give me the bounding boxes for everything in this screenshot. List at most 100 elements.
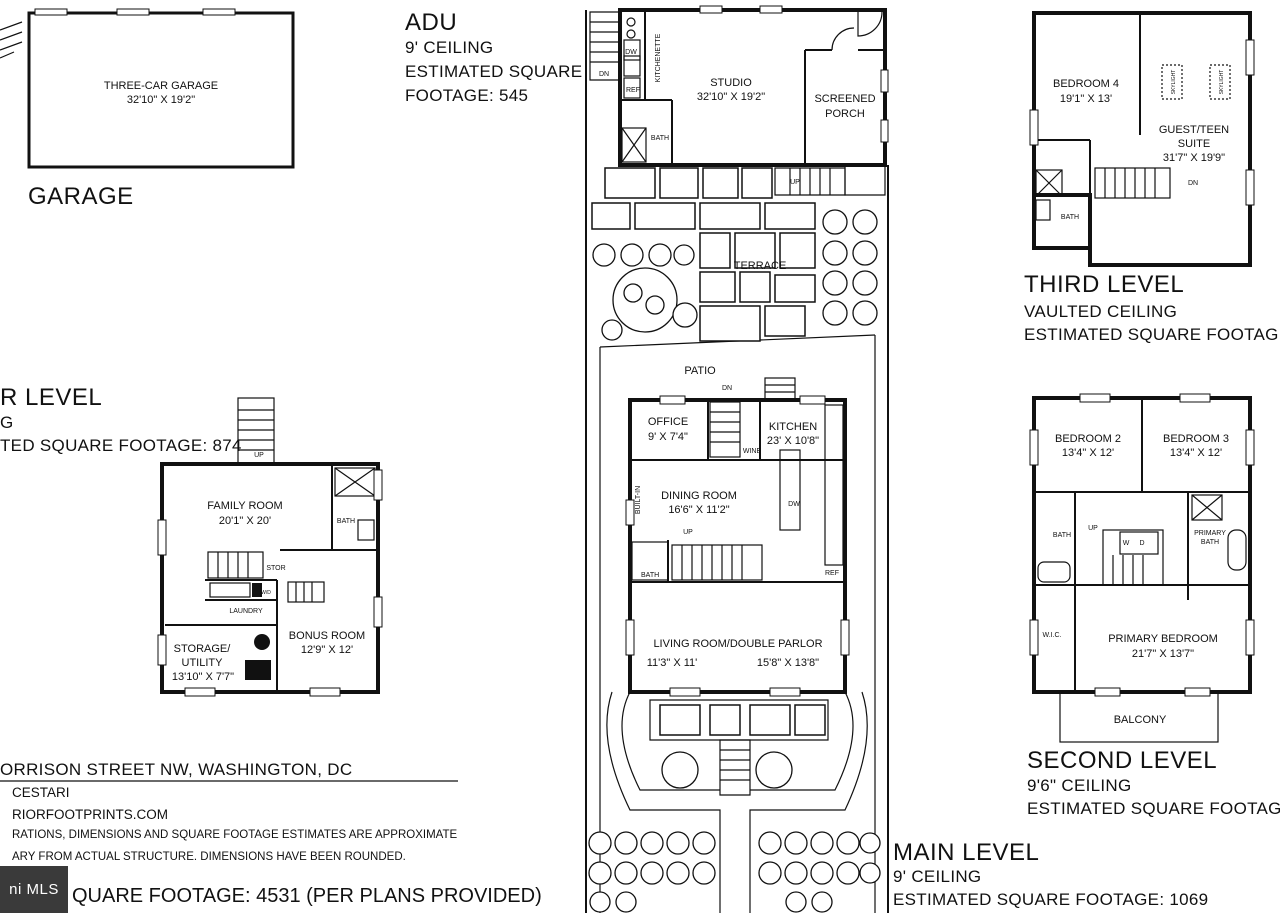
second-bath: BATH bbox=[1053, 532, 1071, 539]
address-line: ORRISON STREET NW, WASHINGTON, DC bbox=[0, 760, 352, 779]
office-dims: 9' X 7'4" bbox=[648, 431, 688, 443]
property-boundary bbox=[585, 10, 889, 913]
terrace-label: TERRACE bbox=[734, 260, 787, 272]
second-level-ceiling: 9'6" CEILING bbox=[1027, 776, 1132, 795]
disclaimer-line-1: RATIONS, DIMENSIONS AND SQUARE FOOTAGE E… bbox=[12, 829, 457, 841]
bedroom3-dims: 13'4" X 12' bbox=[1170, 447, 1222, 459]
main-up: UP bbox=[683, 529, 693, 536]
second-level-plan: BEDROOM 2 13'4" X 12' BEDROOM 3 13'4" X … bbox=[1029, 393, 1255, 743]
total-sqft-line: QUARE FOOTAGE: 4531 (PER PLANS PROVIDED) bbox=[72, 885, 542, 907]
footer-info: ORRISON STREET NW, WASHINGTON, DC CESTAR… bbox=[0, 760, 542, 907]
garage-room-dims: 32'10" X 19'2" bbox=[127, 94, 195, 106]
third-level-heading: THIRD LEVEL bbox=[1024, 271, 1184, 298]
wd-label: W/D bbox=[261, 590, 271, 596]
kitchen-label: KITCHEN bbox=[769, 421, 817, 433]
family-room-label: FAMILY ROOM bbox=[207, 500, 282, 512]
family-room-dims: 20'1" X 20' bbox=[219, 515, 271, 527]
living-dims-right: 15'8" X 13'8" bbox=[757, 657, 819, 669]
wic-label: W.I.C. bbox=[1042, 632, 1061, 639]
mls-watermark-text: ni MLS bbox=[9, 881, 59, 898]
lower-up: UP bbox=[254, 452, 264, 459]
living-dims-left: 11'3" X 11' bbox=[647, 657, 698, 669]
primary-bath-2: BATH bbox=[1201, 539, 1219, 546]
bedroom2-dims: 13'4" X 12' bbox=[1062, 447, 1114, 459]
office-label: OFFICE bbox=[648, 416, 688, 428]
second-up: UP bbox=[1088, 525, 1098, 532]
second-level-sqft: ESTIMATED SQUARE FOOTAGE bbox=[1027, 799, 1280, 818]
author-line: CESTARI bbox=[12, 785, 70, 800]
adu-sqft-line1: ESTIMATED SQUARE bbox=[405, 62, 582, 81]
mls-watermark-badge: ni MLS bbox=[0, 866, 68, 913]
bedroom4-label: BEDROOM 4 bbox=[1053, 78, 1119, 90]
adu-stair-dn: DN bbox=[599, 71, 609, 78]
main-level-sqft: ESTIMATED SQUARE FOOTAGE: 1069 bbox=[893, 890, 1208, 909]
second-level-heading: SECOND LEVEL bbox=[1027, 747, 1217, 774]
guest-suite-dims: 31'7" X 19'9" bbox=[1163, 152, 1225, 164]
stor-label: STOR bbox=[266, 565, 285, 572]
built-in: BUILT-IN bbox=[635, 486, 642, 514]
skylight-2: SKYLIGHT bbox=[1219, 70, 1225, 95]
garage-heading: GARAGE bbox=[28, 183, 134, 210]
adu-screened-2: PORCH bbox=[825, 108, 865, 120]
adu-ref: REF bbox=[626, 87, 640, 94]
website-line: RIORFOOTPRINTS.COM bbox=[12, 807, 168, 822]
living-label: LIVING ROOM/DOUBLE PARLOR bbox=[653, 638, 822, 650]
third-level-sqft: ESTIMATED SQUARE FOOTAGE bbox=[1024, 325, 1280, 344]
primary-bedroom-dims: 21'7" X 13'7" bbox=[1132, 648, 1194, 660]
main-level-heading: MAIN LEVEL bbox=[893, 839, 1039, 866]
adu-heading: ADU bbox=[405, 9, 457, 36]
adu-screened-1: SCREENED bbox=[814, 93, 875, 105]
lower-bath: BATH bbox=[337, 518, 355, 525]
adu-bath: BATH bbox=[651, 135, 669, 142]
main-bath: BATH bbox=[641, 572, 659, 579]
main-level-ceiling: 9' CEILING bbox=[893, 867, 981, 886]
guest-suite-1: GUEST/TEEN bbox=[1159, 124, 1229, 136]
storage-dims: 13'10" X 7'7" bbox=[172, 671, 234, 683]
adu-kitchenette: KITCHENETTE bbox=[655, 33, 662, 82]
lower-level-sqft: TED SQUARE FOOTAGE: 874 bbox=[0, 436, 242, 455]
lower-level-ceiling: G bbox=[0, 413, 14, 432]
adu-stair-up: UP bbox=[790, 179, 800, 186]
dining-dims: 16'6" X 11'2" bbox=[668, 504, 729, 516]
lower-level-heading: R LEVEL bbox=[0, 384, 102, 411]
bedroom3-label: BEDROOM 3 bbox=[1163, 433, 1229, 445]
main-dw: DW bbox=[788, 501, 800, 508]
third-level-plan: BEDROOM 4 19'1" X 13' GUEST/TEEN SUITE 3… bbox=[1029, 11, 1255, 267]
kitchen-dims: 23' X 10'8" bbox=[767, 435, 819, 447]
adu-studio: STUDIO bbox=[710, 77, 752, 89]
adu-ceiling: 9' CEILING bbox=[405, 38, 493, 57]
storage-label-1: STORAGE/ bbox=[174, 643, 232, 655]
third-dn: DN bbox=[1188, 180, 1198, 187]
adu-dw: DW bbox=[625, 49, 637, 56]
garage-plan: THREE-CAR GARAGE 32'10" X 19'2" bbox=[0, 8, 295, 169]
main-level-plan: PATIO OFFICE 9' X 7'4" KITCHEN 23' bbox=[606, 365, 868, 913]
balcony-label: BALCONY bbox=[1114, 714, 1167, 726]
laundry-label: LAUNDRY bbox=[229, 608, 263, 615]
third-bath: BATH bbox=[1061, 214, 1079, 221]
third-level-ceiling: VAULTED CEILING bbox=[1024, 302, 1177, 321]
skylight-1: SKYLIGHT bbox=[1171, 70, 1177, 95]
adu-plan: KITCHENETTE DW REF BATH DN UP STUDIO 32'… bbox=[589, 5, 889, 196]
garage-room-name: THREE-CAR GARAGE bbox=[104, 80, 218, 92]
storage-label-2: UTILITY bbox=[182, 657, 224, 669]
primary-bedroom-label: PRIMARY BEDROOM bbox=[1108, 633, 1218, 645]
main-dn: DN bbox=[722, 385, 732, 392]
bedroom4-dims: 19'1" X 13' bbox=[1060, 93, 1112, 105]
guest-suite-2: SUITE bbox=[1178, 138, 1210, 150]
bedroom2-label: BEDROOM 2 bbox=[1055, 433, 1121, 445]
adu-studio-dims: 32'10" X 19'2" bbox=[697, 91, 765, 103]
dryer: D bbox=[1139, 540, 1144, 547]
landscaping-shrubs bbox=[588, 209, 881, 913]
dining-label: DINING ROOM bbox=[661, 490, 737, 502]
bonus-room-label: BONUS ROOM bbox=[289, 630, 365, 642]
adu-sqft-line2: FOOTAGE: 545 bbox=[405, 86, 528, 105]
bonus-room-dims: 12'9" X 12' bbox=[301, 644, 353, 656]
primary-bath-1: PRIMARY bbox=[1194, 530, 1226, 537]
disclaimer-line-2: ARY FROM ACTUAL STRUCTURE. DIMENSIONS HA… bbox=[12, 851, 406, 863]
washer: W bbox=[1123, 540, 1130, 547]
lower-level-plan: UP FAMILY ROOM 20'1" X 20' BATH STOR LAU… bbox=[157, 397, 383, 697]
terrace-pavers: TERRACE bbox=[591, 167, 816, 342]
patio-label: PATIO bbox=[684, 365, 716, 377]
main-ref: REF bbox=[825, 570, 839, 577]
